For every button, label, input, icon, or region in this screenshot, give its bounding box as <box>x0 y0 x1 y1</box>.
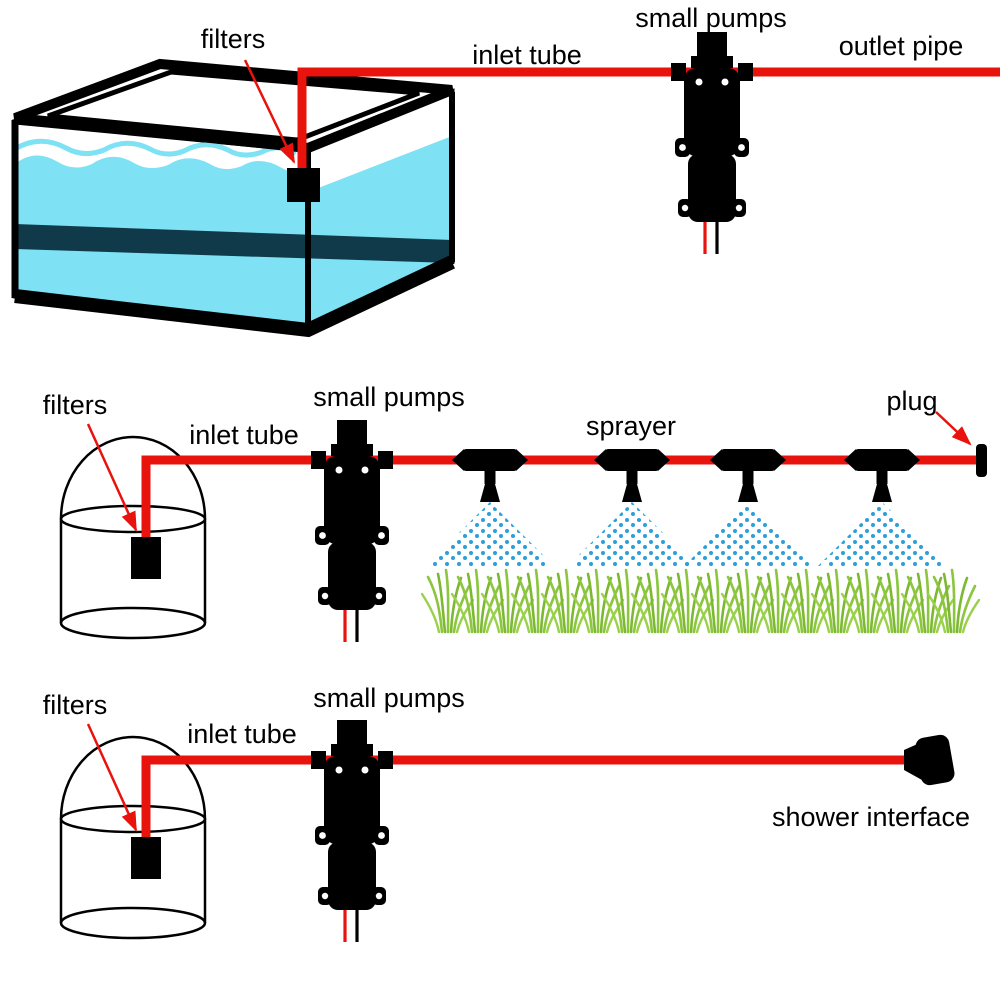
spray-mist <box>684 502 812 566</box>
spray-mist <box>568 502 696 566</box>
sprayer-tee <box>844 449 920 502</box>
filters-pointer-arrow <box>86 723 138 832</box>
filter-unit <box>131 537 161 579</box>
label-shower-interface: shower interface <box>772 802 970 832</box>
label-small-pumps: small pumps <box>313 382 465 412</box>
label-sprayer: sprayer <box>586 411 676 441</box>
label-inlet-tube: inlet tube <box>472 40 582 70</box>
filters-pointer-arrow <box>243 59 296 164</box>
tank-rim-inner <box>47 69 420 143</box>
label-filters: filters <box>43 690 108 720</box>
pipe-plug <box>976 444 987 477</box>
label-filters: filters <box>43 390 108 420</box>
fish-tank <box>11 58 455 338</box>
label-outlet-pipe: outlet pipe <box>839 31 964 61</box>
filter-unit <box>287 168 320 202</box>
inlet-outlet-pipe <box>297 67 1000 178</box>
label-small-pumps: small pumps <box>635 3 787 33</box>
grass-row <box>420 568 981 634</box>
water-surface-wave <box>13 138 298 158</box>
label-small-pumps: small pumps <box>313 683 465 713</box>
label-inlet-tube: inlet tube <box>187 719 297 749</box>
filter-unit <box>131 837 161 879</box>
inlet-pipe <box>141 455 984 552</box>
tank-bottom-edge-shadow <box>15 224 452 263</box>
plug-pointer-arrow <box>935 411 972 446</box>
spray-mist <box>426 502 554 566</box>
filters-pointer-arrow <box>86 423 138 532</box>
inlet-pipe <box>141 755 908 852</box>
shower-system: filters inlet tube small pumps shower in… <box>43 683 970 944</box>
spray-mist <box>818 502 946 566</box>
small-pump <box>309 418 395 644</box>
sprayer-tee <box>594 449 670 502</box>
sprayer-tee <box>452 449 528 502</box>
label-plug: plug <box>886 386 937 416</box>
small-pump <box>309 718 395 944</box>
small-pump <box>669 30 755 256</box>
shower-interface-head <box>904 734 955 786</box>
aquarium-system: filters inlet tube small pumps outlet pi… <box>11 3 1000 338</box>
tank-side-water <box>308 136 452 330</box>
sprayer-system: filters inlet tube small pumps sprayer p… <box>43 382 987 644</box>
sprayer-tee <box>710 449 786 502</box>
label-filters: filters <box>201 24 266 54</box>
label-inlet-tube: inlet tube <box>189 420 299 450</box>
